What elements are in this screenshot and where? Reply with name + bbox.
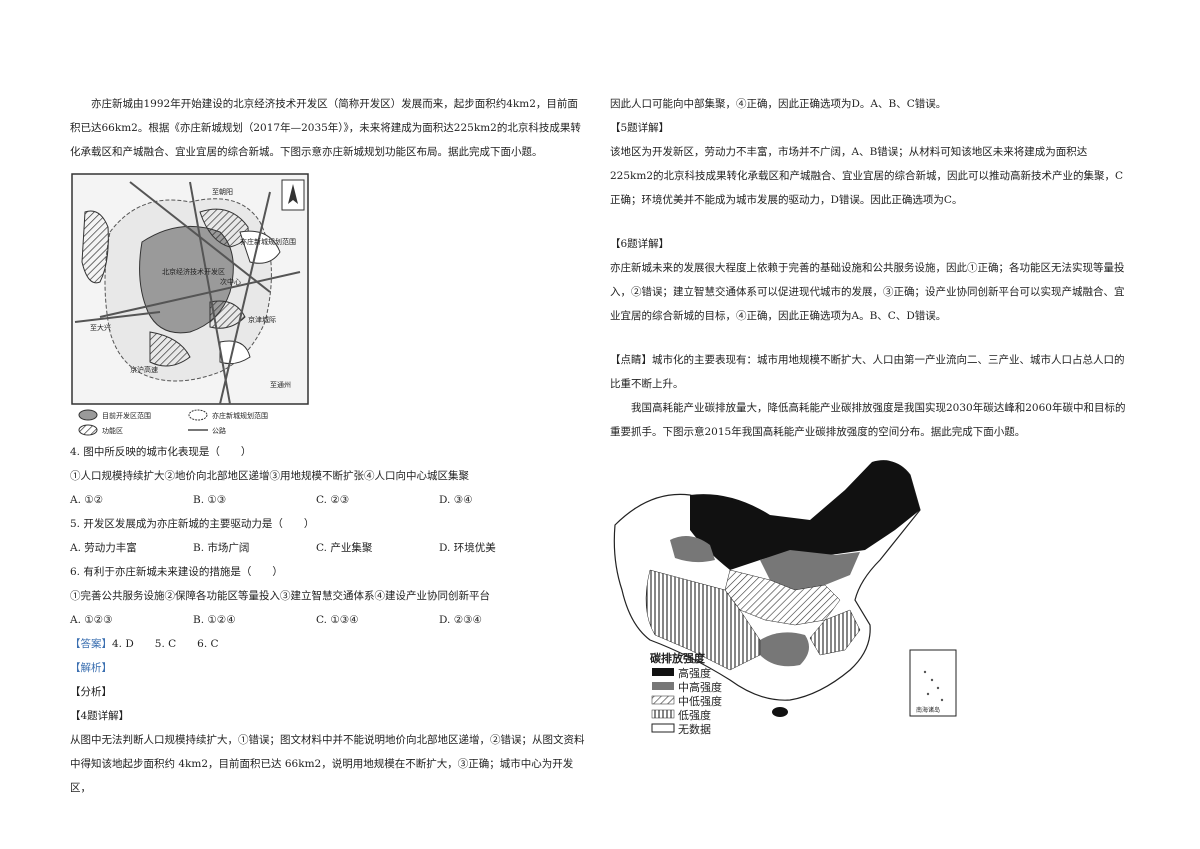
detail-4-text: 从图中无法判断人口规模持续扩大，①错误；图文材料中并不能说明地价向北部地区递增，… [70,734,585,794]
answer-tag: 【答案】 [70,638,112,650]
question-4: 4. 图中所反映的城市化表现是（ ） [70,446,252,458]
region-midhigh [670,536,715,563]
detail-4-continued: 因此人口可能向中部集聚，④正确，因此正确选项为D。A、B、C错误。 [610,98,947,110]
legend-item: 无数据 [678,722,711,736]
detail-6-heading: 【6题详解】 [610,238,670,250]
question-6: 6. 有利于亦庄新城未来建设的措施是（ ） [70,566,283,578]
option: C. ②③ [316,494,350,506]
option: B. 市场广阔 [193,542,250,554]
map1-label: 京津城际 [248,315,276,324]
legend-item: 高强度 [678,666,711,680]
option: A. ①② [70,494,104,506]
option: A. ①②③ [70,614,113,626]
map1-label: 北京经济技术开发区 [162,267,225,276]
function-zone [219,340,251,365]
function-zone [149,331,191,367]
region-high [690,460,920,570]
intro-paragraph: 亦庄新城由1992年开始建设的北京经济技术开发区（简称开发区）发展而来，起步面积… [70,98,581,158]
question-6-items: ①完善公共服务设施②保障各功能区等量投入③建立智慧交通体系④建设产业协同创新平台 [70,590,490,602]
right-column: 因此人口可能向中部集聚，④正确，因此正确选项为D。A、B、C错误。 【5题详解】… [610,92,1130,750]
yizhuang-map: 至朝阳 北京经济技术开发区 亦庄新城规划范围 次中心 至大兴 京沪高速 京津城际… [71,173,309,436]
map1-legend: 功能区 [102,426,123,435]
option: D. 环境优美 [439,542,496,554]
fenxi-heading: 【分析】 [70,686,112,698]
map1-legend: 目前开发区范围 [102,411,151,420]
china-carbon-map: 南海诸岛 碳排放强度 高强度 中高强度 中低强度 低强度 无数据 [613,460,957,736]
legend-item: 低强度 [678,708,711,722]
question-4-options: A. ①② B. ①③ C. ②③ D. ③④ [70,488,588,512]
region-midhigh [760,550,860,590]
map1-legend: 亦庄新城规划范围 [212,411,268,420]
questions: 4. 图中所反映的城市化表现是（ ） ①人口规模持续扩大②地价向北部地区递增③用… [70,440,588,800]
map1-label: 至通州 [270,380,291,389]
function-zone [239,230,281,264]
detail-5-text: 该地区为开发新区，劳动力不丰富，市场并不广阔，A、B错误；从材料可知该地区未来将… [610,146,1124,206]
left-column: 亦庄新城由1992年开始建设的北京经济技术开发区（简称开发区）发展而来，起步面积… [70,92,588,800]
question-5-options: A. 劳动力丰富 B. 市场广阔 C. 产业集聚 D. 环境优美 [70,536,588,560]
option: D. ③④ [439,494,473,506]
detail-5-heading: 【5题详解】 [610,122,670,134]
legend-item: 中低强度 [678,694,722,708]
analysis-tag: 【解析】 [70,662,112,674]
option: D. ②③④ [439,614,482,626]
inset-label: 南海诸岛 [916,706,940,714]
dianjing-text: 【点睛】城市化的主要表现有：城市用地规模不断扩大、人口由第一产业流向二、三产业、… [610,354,1125,390]
map1-legend: 公路 [212,426,226,435]
question-6-options: A. ①②③ B. ①②④ C. ①③④ D. ②③④ [70,608,588,632]
option: A. 劳动力丰富 [70,542,137,554]
function-zone [81,210,109,284]
question-4-items: ①人口规模持续扩大②地价向北部地区递增③用地规模不断扩张④人口向中心城区集聚 [70,470,469,482]
north-arrow-icon [281,179,305,211]
region-midhigh [760,632,809,667]
south-china-sea-inset: 南海诸岛 [909,649,957,717]
question-5: 5. 开发区发展成为亦庄新城的主要驱动力是（ ） [70,518,315,530]
map1-label: 次中心 [220,277,241,286]
map1-label: 至大兴 [90,323,111,332]
intro-paragraph-2: 我国高耗能产业碳排放量大，降低高耗能产业碳排放强度是我国实现2030年碳达峰和2… [610,402,1126,438]
map1-label: 京沪高速 [130,365,158,374]
detail-6-text: 亦庄新城未来的发展很大程度上依赖于完善的基础设施和公共服务设施，因此①正确；各功… [610,262,1125,322]
option: B. ①②④ [193,614,236,626]
region-low [809,609,861,656]
option: C. ①③④ [316,614,359,626]
option: C. 产业集聚 [316,542,373,554]
detail-4-heading: 【4题详解】 [70,710,130,722]
china-carbon-map-figure: 南海诸岛 碳排放强度 高强度 中高强度 中低强度 低强度 无数据 [610,450,970,750]
map2-legend: 碳排放强度 高强度 中高强度 中低强度 低强度 无数据 [650,651,722,736]
option: B. ①③ [193,494,227,506]
map1-label: 亦庄新城规划范围 [240,237,296,246]
answer-line: 【答案】4. D 5. C 6. C [70,632,588,656]
hainan-island [772,707,788,717]
yizhuang-map-figure: 至朝阳 北京经济技术开发区 亦庄新城规划范围 次中心 至大兴 京沪高速 京津城际… [70,172,325,440]
region-low [645,569,761,671]
legend-title: 碳排放强度 [650,651,706,665]
legend-item: 中高强度 [678,680,722,694]
map1-label: 至朝阳 [212,187,233,196]
answer-text: 4. D 5. C 6. C [112,638,219,650]
